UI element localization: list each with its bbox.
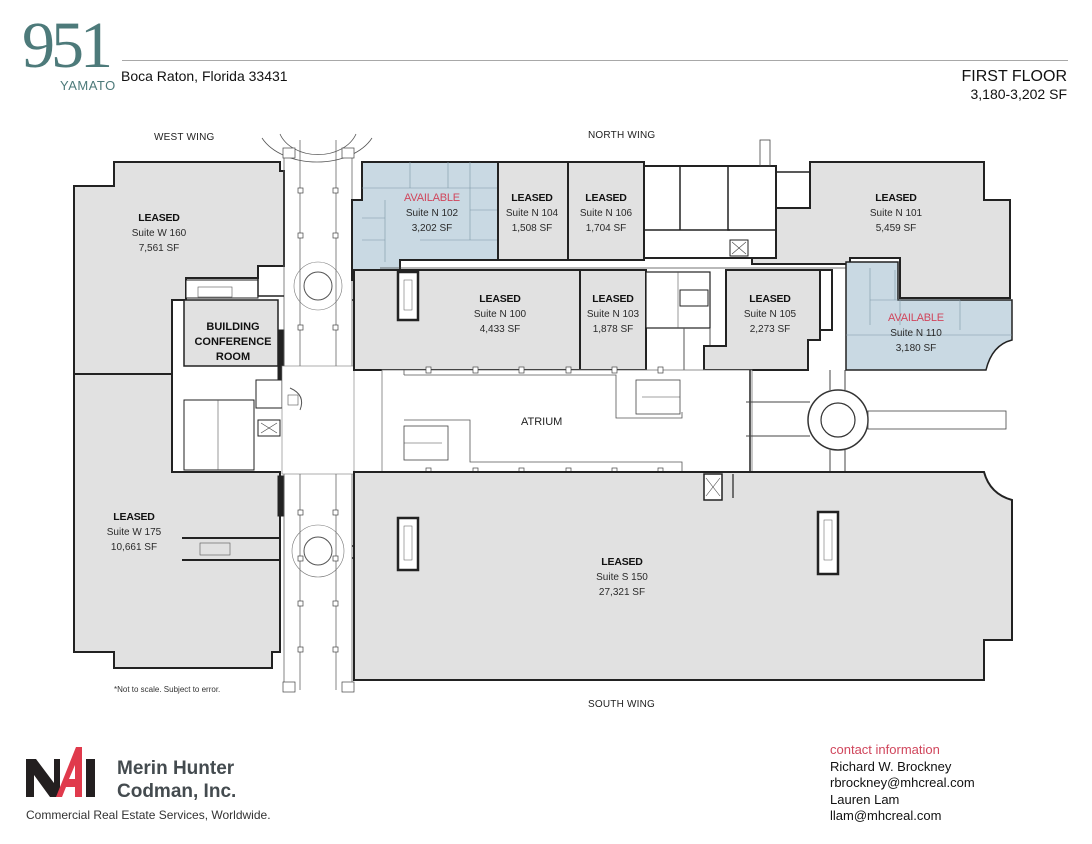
- suite-name: Suite S 150: [596, 572, 648, 583]
- west-wing-label: WEST WING: [154, 132, 215, 143]
- conference-line-3: ROOM: [215, 351, 251, 363]
- company-name-line-1: Merin Hunter: [117, 758, 235, 779]
- suite-sf: 1,508 SF: [511, 223, 553, 234]
- suite-sf: 5,459 SF: [875, 223, 917, 234]
- floor-title: FIRST FLOOR: [961, 68, 1068, 85]
- suite-name: Suite N 110: [890, 328, 942, 339]
- logo-subtitle: YAMATO: [60, 78, 116, 93]
- suite-name: Suite N 105: [743, 309, 797, 320]
- suite-n106-area: [567, 161, 645, 261]
- suite-n100-area: [353, 269, 581, 371]
- suite-status: LEASED: [601, 556, 643, 568]
- suite-status: LEASED: [479, 293, 521, 305]
- suite-n103-label[interactable]: LEASED Suite N 103 1,878 SF: [587, 292, 639, 337]
- building-conference-room-label: BUILDING CONFERENCE ROOM: [194, 320, 271, 365]
- suite-status: LEASED: [585, 192, 627, 204]
- suite-sf: 1,704 SF: [585, 223, 627, 234]
- contact-email-link[interactable]: llam@mhcreal.com: [830, 808, 942, 823]
- suite-w175-area: [73, 373, 281, 669]
- suite-n102-label[interactable]: AVAILABLE Suite N 102 3,202 SF: [404, 191, 460, 236]
- suite-sf: 7,561 SF: [138, 243, 180, 254]
- suite-n105-label[interactable]: LEASED Suite N 105 2,273 SF: [744, 292, 796, 337]
- suite-status: LEASED: [113, 511, 155, 523]
- suite-n110-label[interactable]: AVAILABLE Suite N 110 3,180 SF: [888, 311, 944, 356]
- conference-line-2: CONFERENCE: [194, 336, 272, 348]
- conference-line-1: BUILDING: [206, 321, 260, 333]
- company-name: Merin Hunter Codman, Inc.: [117, 757, 236, 803]
- company-tagline: Commercial Real Estate Services, Worldwi…: [26, 808, 271, 822]
- suite-s150-label[interactable]: LEASED Suite S 150 27,321 SF: [596, 555, 648, 600]
- contact-block: contact information Richard W. Brockney …: [830, 742, 975, 825]
- suite-sf: 4,433 SF: [479, 324, 521, 335]
- suite-status: LEASED: [511, 192, 553, 204]
- suite-n104-area: [497, 161, 569, 261]
- atrium-label: ATRIUM: [521, 416, 563, 428]
- suite-name: Suite W 160: [131, 228, 187, 239]
- suite-w160-area: [73, 161, 285, 375]
- suite-status: AVAILABLE: [404, 192, 460, 204]
- logo-number: 951: [22, 9, 113, 82]
- suite-sf: 1,878 SF: [592, 324, 634, 335]
- suite-name: Suite N 104: [505, 208, 559, 219]
- south-wing-label: SOUTH WING: [588, 699, 655, 710]
- disclaimer: *Not to scale. Subject to error.: [114, 685, 221, 694]
- suite-sf: 2,273 SF: [749, 324, 791, 335]
- contact-email-link[interactable]: rbrockney@mhcreal.com: [830, 775, 975, 790]
- suite-n101-label[interactable]: LEASED Suite N 101 5,459 SF: [870, 191, 922, 236]
- suite-sf: 3,202 SF: [411, 223, 453, 234]
- contact-name: Lauren Lam: [830, 791, 900, 807]
- nai-logo-icon: [26, 747, 95, 797]
- atrium-area: [381, 369, 753, 473]
- suite-status: LEASED: [749, 293, 791, 305]
- suite-name: Suite N 102: [405, 208, 459, 219]
- suite-name: Suite N 101: [869, 208, 923, 219]
- suite-n110-area: [845, 261, 1013, 371]
- suite-name: Suite W 175: [106, 527, 162, 538]
- suite-name: Suite N 103: [586, 309, 640, 320]
- header-divider: [122, 60, 1068, 61]
- suite-sf: 27,321 SF: [598, 587, 646, 598]
- floor-square-footage: 3,180-3,202 SF: [970, 86, 1067, 102]
- suite-w175-label[interactable]: LEASED Suite W 175 10,661 SF: [107, 510, 161, 555]
- suite-name: Suite N 106: [579, 208, 633, 219]
- contact-title: contact information: [830, 742, 940, 757]
- suite-status: AVAILABLE: [888, 312, 944, 324]
- suite-s150-area: [353, 471, 1013, 681]
- contact-name: Richard W. Brockney: [830, 758, 952, 774]
- suite-n101-area: [751, 161, 1011, 299]
- suite-n104-label[interactable]: LEASED Suite N 104 1,508 SF: [506, 191, 558, 236]
- suite-w160-label[interactable]: LEASED Suite W 160 7,561 SF: [132, 211, 186, 256]
- suite-status: LEASED: [875, 192, 917, 204]
- suite-status: LEASED: [138, 212, 180, 224]
- suite-status: LEASED: [592, 293, 634, 305]
- property-address: Boca Raton, Florida 33431: [121, 68, 288, 84]
- suite-sf: 10,661 SF: [110, 542, 158, 553]
- company-name-line-2: Codman, Inc.: [117, 781, 237, 802]
- suite-n100-label[interactable]: LEASED Suite N 100 4,433 SF: [474, 292, 526, 337]
- 951-yamato-logo: 951 YAMATO: [22, 9, 122, 94]
- suite-n106-label[interactable]: LEASED Suite N 106 1,704 SF: [580, 191, 632, 236]
- north-wing-label: NORTH WING: [588, 130, 656, 141]
- suite-name: Suite N 100: [473, 309, 527, 320]
- suite-sf: 3,180 SF: [895, 343, 937, 354]
